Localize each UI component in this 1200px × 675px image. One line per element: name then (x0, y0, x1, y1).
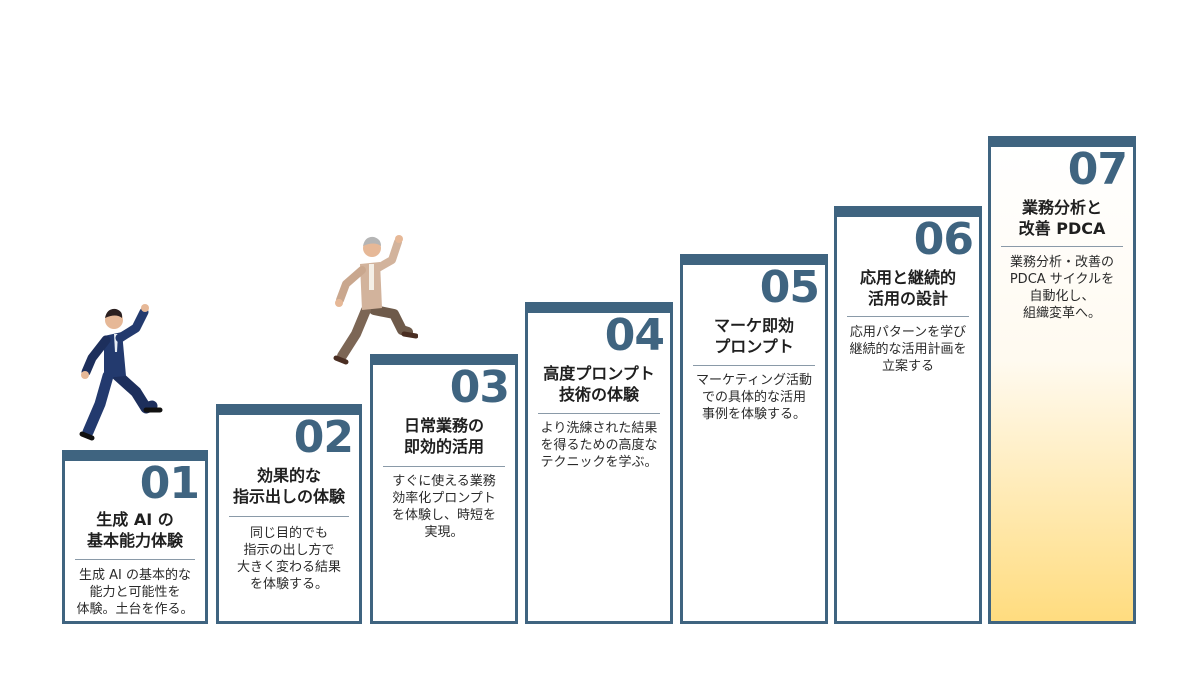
step-number: 02 (293, 412, 354, 463)
step-description: 同じ目的でも 指示の出し方で 大きく変わる結果 を体験する。 (236, 526, 341, 592)
divider (383, 466, 505, 467)
step-number: 04 (604, 310, 665, 361)
step-description: すぐに使える業務 効率化プロンプト を体験し、時短を 実現。 (391, 474, 496, 540)
step-03: 03 日常業務の 即効的活用 すぐに使える業務 効率化プロンプト を体験し、時短… (370, 354, 518, 624)
step-description: 応用パターンを学び 継続的な活用計画を 立案する (849, 325, 967, 374)
step-number: 06 (913, 214, 974, 265)
step-description: マーケティング活動 での具体的な活用 事例を体験する。 (696, 373, 812, 422)
step-01: 01 生成 AI の 基本能力体験 生成 AI の基本的な 能力と可能性を 体験… (62, 450, 208, 624)
step-title: 業務分析と 改善 PDCA (1018, 198, 1106, 238)
divider (693, 365, 815, 366)
divider (1001, 246, 1123, 247)
divider (75, 559, 195, 560)
step-description: より洗練された結果 を得るための高度な テクニックを学ぶ。 (540, 421, 658, 470)
step-04: 04 高度プロンプト 技術の体験 より洗練された結果 を得るための高度な テクニ… (525, 302, 673, 624)
step-title: 効果的な 指示出しの体験 (232, 466, 345, 506)
step-number: 07 (1067, 144, 1128, 195)
divider (538, 413, 660, 414)
step-number: 03 (449, 362, 510, 413)
step-number: 05 (759, 262, 820, 313)
step-title: 高度プロンプト 技術の体験 (543, 364, 655, 404)
step-title: 生成 AI の 基本能力体験 (86, 510, 183, 550)
step-description: 業務分析・改善の PDCA サイクルを 自動化し、 組織変革へ。 (1009, 255, 1115, 321)
step-02: 02 効果的な 指示出しの体験 同じ目的でも 指示の出し方で 大きく変わる結果 … (216, 404, 362, 624)
step-description: 生成 AI の基本的な 能力と可能性を 体験。土台を作る。 (76, 568, 194, 617)
step-05: 05 マーケ即効 プロンプト マーケティング活動 での具体的な活用 事例を体験す… (680, 254, 828, 624)
step-07: 07 業務分析と 改善 PDCA 業務分析・改善の PDCA サイクルを 自動化… (988, 136, 1136, 624)
step-title: 日常業務の 即効的活用 (403, 416, 484, 456)
step-06: 06 応用と継続的 活用の設計 応用パターンを学び 継続的な活用計画を 立案する (834, 206, 982, 624)
step-title: マーケ即効 プロンプト (713, 316, 794, 356)
divider (229, 516, 349, 517)
divider (847, 316, 969, 317)
step-title: 応用と継続的 活用の設計 (859, 268, 956, 308)
older-man-running-icon (333, 235, 418, 365)
step-number: 01 (139, 458, 200, 509)
businessman-running-icon (79, 304, 163, 441)
